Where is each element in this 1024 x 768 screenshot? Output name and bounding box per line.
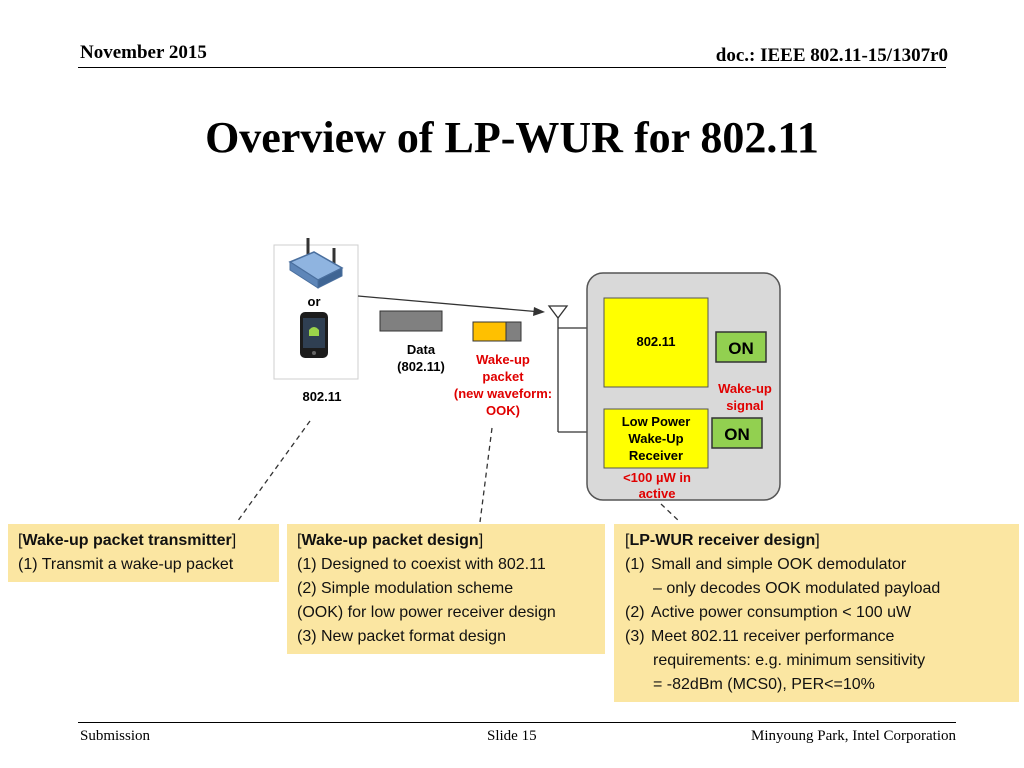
wakeup-packet-label-1: Wake-up bbox=[476, 352, 530, 367]
note-item: (1) Designed to coexist with 802.11 bbox=[297, 556, 546, 573]
note-heading: [Wake-up packet design] bbox=[297, 532, 484, 549]
note-item: (2) Simple modulation scheme bbox=[297, 580, 514, 597]
callout-line-receiver bbox=[660, 503, 681, 523]
wakeup-packet-label-4: OOK) bbox=[486, 403, 520, 418]
lpwur-block bbox=[603, 408, 709, 469]
note-item: (1)Small and simple OOK demodulator bbox=[625, 556, 907, 573]
note-item: (3) New packet format design bbox=[297, 628, 506, 645]
radio-on-indicator bbox=[715, 331, 767, 363]
note-item: (3)Meet 802.11 receiver performance bbox=[625, 628, 895, 645]
wakeup-packet-label-3: (new waveform: bbox=[454, 386, 552, 401]
note-wakeup-packet-design: [Wake-up packet design] (1) Designed to … bbox=[287, 524, 605, 654]
wakeup-signal-label-2: signal bbox=[726, 398, 764, 413]
note-item: requirements: e.g. minimum sensitivity bbox=[653, 652, 926, 669]
note-item: (OOK) for low power receiver design bbox=[297, 604, 556, 621]
wakeup-packet-payload bbox=[505, 321, 522, 342]
lpwur-label-3: Receiver bbox=[629, 448, 683, 463]
data-label: Data bbox=[407, 342, 436, 357]
lpwur-label-2: Wake-Up bbox=[628, 431, 683, 446]
transmitter-label: 802.11 bbox=[302, 389, 341, 404]
power-label-2: active bbox=[639, 486, 676, 501]
callout-line-transmitter bbox=[236, 420, 311, 523]
wakeup-packet-preamble bbox=[472, 321, 507, 342]
note-heading: [Wake-up packet transmitter] bbox=[18, 532, 237, 549]
note-item: (1) Transmit a wake-up packet bbox=[18, 556, 234, 573]
note-wakeup-transmitter: [Wake-up packet transmitter] (1) Transmi… bbox=[8, 524, 279, 582]
header-rule bbox=[78, 67, 946, 68]
callout-line-packet bbox=[479, 427, 493, 523]
radio-802-11-block bbox=[603, 297, 709, 388]
note-item: = -82dBm (MCS0), PER<=10% bbox=[653, 676, 875, 693]
note-item: – only decodes OOK modulated payload bbox=[653, 580, 941, 597]
transmission-arrow bbox=[357, 295, 542, 313]
wakeup-packet-label-2: packet bbox=[482, 369, 524, 384]
data-label-2: (802.11) bbox=[397, 359, 445, 374]
header-date: November 2015 bbox=[80, 42, 207, 63]
footer-submission: Submission bbox=[80, 728, 151, 744]
arrow-head bbox=[533, 307, 545, 316]
note-item: (2)Active power consumption < 100 uW bbox=[625, 604, 912, 621]
or-label: or bbox=[308, 294, 321, 309]
radio-label: 802.11 bbox=[636, 334, 675, 349]
footer-author: Minyoung Park, Intel Corporation bbox=[751, 728, 956, 744]
lpwur-on-indicator bbox=[711, 417, 763, 449]
router-icon bbox=[288, 238, 344, 289]
radio-on-label: ON bbox=[728, 339, 754, 358]
note-heading: [LP-WUR receiver design] bbox=[625, 532, 820, 549]
phone-icon bbox=[300, 312, 328, 358]
footer-slide-number: Slide 15 bbox=[487, 728, 537, 744]
note-lpwur-receiver-design: [LP-WUR receiver design] (1)Small and si… bbox=[614, 524, 1019, 702]
data-packet bbox=[379, 310, 443, 332]
footer-rule bbox=[78, 722, 956, 723]
lpwur-label-1: Low Power bbox=[622, 414, 691, 429]
wakeup-signal-label-1: Wake-up bbox=[718, 381, 772, 396]
slide-title: Overview of LP-WUR for 802.11 bbox=[205, 113, 819, 162]
header-doc-id: doc.: IEEE 802.11-15/1307r0 bbox=[715, 45, 948, 66]
lpwur-on-label: ON bbox=[724, 425, 750, 444]
power-label-1: <100 µW in bbox=[623, 470, 691, 485]
